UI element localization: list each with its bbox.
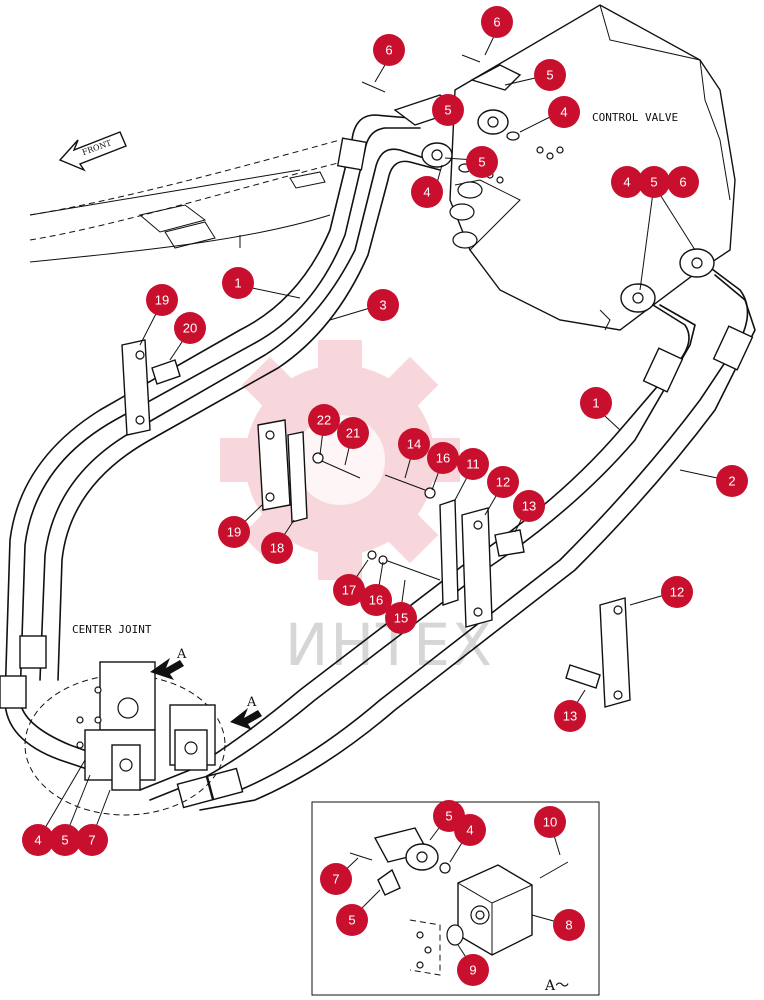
callout-18: 16 (427, 442, 459, 474)
callout-label: 1 (592, 396, 599, 411)
callout-label: 5 (444, 103, 451, 118)
callout-label: 17 (342, 583, 356, 598)
callout-label: 9 (469, 963, 476, 978)
hoses-left (0, 114, 441, 781)
control-valve-label: CONTROL VALVE (592, 111, 678, 124)
callout-14: 20 (174, 312, 206, 344)
upper-frame (29, 139, 351, 263)
callout-17: 14 (398, 428, 430, 460)
callout-31: 4 (22, 824, 54, 856)
callout-label: 18 (270, 541, 284, 556)
callout-label: 20 (183, 321, 197, 336)
callout-38: 5 (336, 904, 368, 936)
center-joint-label: CENTER JOINT (72, 623, 152, 636)
callout-label: 6 (679, 175, 686, 190)
view-a-label-1: A (176, 647, 187, 662)
callout-28: 15 (385, 602, 417, 634)
front-arrow: FRONT (58, 131, 127, 172)
callout-label: 4 (466, 823, 473, 838)
callout-label: 5 (61, 833, 68, 848)
callout-label: 5 (650, 175, 657, 190)
callout-37: 7 (320, 863, 352, 895)
callout-23: 2 (716, 465, 748, 497)
callout-21: 13 (513, 490, 545, 522)
callout-22: 1 (580, 387, 612, 419)
callout-label: 4 (423, 185, 430, 200)
callout-label: 6 (385, 43, 392, 58)
callout-label: 1 (234, 276, 241, 291)
callout-35: 4 (454, 814, 486, 846)
callout-label: 5 (445, 809, 452, 824)
view-a-label-2: A (246, 695, 257, 710)
callout-8: 4 (611, 166, 643, 198)
callout-label: 6 (493, 15, 500, 30)
callout-25: 18 (261, 532, 293, 564)
callout-13: 19 (146, 284, 178, 316)
callout-5: 5 (432, 94, 464, 126)
hoses-right (139, 259, 756, 811)
callout-24: 19 (218, 516, 250, 548)
callout-label: 4 (34, 833, 41, 848)
callout-label: 5 (478, 155, 485, 170)
callout-11: 1 (222, 267, 254, 299)
callout-label: 3 (379, 298, 386, 313)
callout-label: 2 (728, 474, 735, 489)
callout-label: 10 (543, 815, 557, 830)
callout-label: 21 (346, 426, 360, 441)
callout-label: 16 (436, 451, 450, 466)
callout-label: 19 (227, 525, 241, 540)
callout-32: 5 (49, 824, 81, 856)
callout-6: 5 (466, 146, 498, 178)
callout-4: 4 (548, 96, 580, 128)
callout-39: 8 (553, 909, 585, 941)
callout-label: 22 (317, 413, 331, 428)
callout-36: 10 (534, 806, 566, 838)
callout-29: 12 (661, 576, 693, 608)
callout-label: 4 (623, 175, 630, 190)
callout-16: 21 (337, 417, 369, 449)
callout-label: 13 (522, 499, 536, 514)
callout-10: 6 (667, 166, 699, 198)
callout-label: 11 (466, 457, 480, 472)
callout-40: 9 (457, 954, 489, 986)
callout-label: 19 (155, 293, 169, 308)
callout-label: 13 (563, 709, 577, 724)
callout-label: 16 (369, 593, 383, 608)
clamps (121, 339, 631, 708)
callout-19: 11 (457, 448, 489, 480)
callout-label: 7 (88, 833, 95, 848)
callout-label: 14 (407, 437, 421, 452)
callout-27: 16 (360, 584, 392, 616)
callout-33: 7 (76, 824, 108, 856)
callout-7: 4 (411, 176, 443, 208)
callout-12: 3 (367, 289, 399, 321)
callout-15: 22 (308, 404, 340, 436)
callout-9: 5 (638, 166, 670, 198)
detail-a-inset: A～ (311, 801, 600, 996)
callout-2: 6 (373, 34, 405, 66)
callout-label: 12 (496, 475, 510, 490)
callout-label: 8 (565, 918, 572, 933)
callout-label: 12 (670, 585, 684, 600)
center-joint: CENTER JOINT A A (24, 623, 262, 816)
callout-20: 12 (487, 466, 519, 498)
callout-label: 5 (348, 913, 355, 928)
callout-30: 13 (554, 700, 586, 732)
callout-label: 7 (332, 872, 339, 887)
callout-label: 5 (546, 68, 553, 83)
callout-1: 6 (481, 6, 513, 38)
detail-a-label: A～ (544, 978, 569, 994)
callout-3: 5 (534, 59, 566, 91)
control-valve: CONTROL VALVE (449, 4, 736, 331)
callout-26: 17 (333, 574, 365, 606)
callout-label: 4 (560, 105, 567, 120)
callout-label: 15 (394, 611, 408, 626)
